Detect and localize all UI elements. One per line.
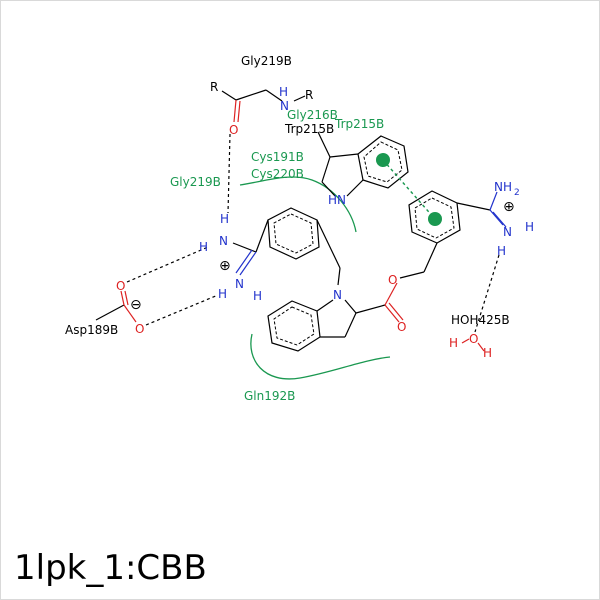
water-hoh425: [461, 338, 485, 352]
charge-plus-right: ⊕: [503, 199, 515, 215]
residue-label-gly216: Gly216B: [287, 108, 338, 122]
atom-water-h1: H: [449, 336, 458, 350]
atom-water-o: O: [469, 332, 478, 346]
pi-centroid-trp: [376, 153, 390, 167]
atom-r1: R: [210, 80, 218, 94]
diagram-title: 1lpk_1:CBB: [14, 548, 207, 588]
residue-label-gly219-side: Gly219B: [170, 175, 221, 189]
residue-label-cys220: Cys220B: [251, 167, 304, 181]
atom-ligand-indole-n: N: [333, 288, 342, 302]
residue-label-cys191: Cys191B: [251, 150, 304, 164]
atom-carbonyl-o: O: [397, 320, 406, 334]
atom-left-h-top: H: [220, 212, 229, 226]
atom-backbone-n: N: [280, 99, 289, 113]
atom-indole-hn: HN: [328, 193, 346, 207]
residue-label-trp215-green: Trp215B: [334, 117, 384, 131]
residue-label-gly219-top: Gly219B: [241, 54, 292, 68]
hbond-water: [474, 254, 500, 333]
atom-ester-o: O: [388, 273, 397, 287]
trp215-indole: [317, 131, 409, 197]
ligand-indole: [267, 282, 404, 352]
atom-asp-o1: O: [116, 279, 125, 293]
atom-nh2-subscript: 2: [514, 188, 520, 198]
right-phenyl-ring: [399, 190, 507, 279]
atom-left-n-top: N: [219, 234, 228, 248]
charge-minus: ⊖: [130, 297, 142, 313]
pi-centroid-phenyl: [428, 212, 442, 226]
hydrophobic-arc-cys: [239, 176, 357, 233]
pi-stacking-line: [382, 159, 436, 220]
gly219-backbone: [221, 89, 306, 123]
atom-amidine-n-right: N: [503, 225, 512, 239]
left-phenyl-ring: [232, 207, 341, 286]
atom-backbone-h: H: [279, 85, 288, 99]
atom-backbone-o: O: [229, 123, 238, 137]
residue-label-asp189: Asp189B: [65, 323, 118, 337]
atom-r2: R: [305, 88, 313, 102]
hydrophobic-arc-gln: [250, 333, 391, 380]
atom-left-h-low: H: [218, 287, 227, 301]
atom-water-h2: H: [483, 346, 492, 360]
atom-left-n-low: N: [235, 277, 244, 291]
hbond-asp-o2: [145, 294, 219, 326]
residue-label-gln192: Gln192B: [244, 389, 295, 403]
charge-plus-left: ⊕: [219, 258, 231, 274]
residue-label-trp215: Trp215B: [284, 122, 334, 136]
asp189-carboxylate: [95, 290, 137, 323]
atom-amidine-h-right1: H: [525, 220, 534, 234]
hbond-asp-o1: [126, 246, 209, 283]
atom-amidine-h-right2: H: [497, 244, 506, 258]
atom-left-h-low2: H: [253, 289, 262, 303]
atom-nh2: NH: [494, 180, 512, 194]
atom-asp-o2: O: [135, 322, 144, 336]
hbond-gly219-o: [227, 133, 231, 214]
atom-left-h-mid: H: [199, 240, 208, 254]
residue-label-hoh425: HOH425B: [451, 313, 510, 327]
